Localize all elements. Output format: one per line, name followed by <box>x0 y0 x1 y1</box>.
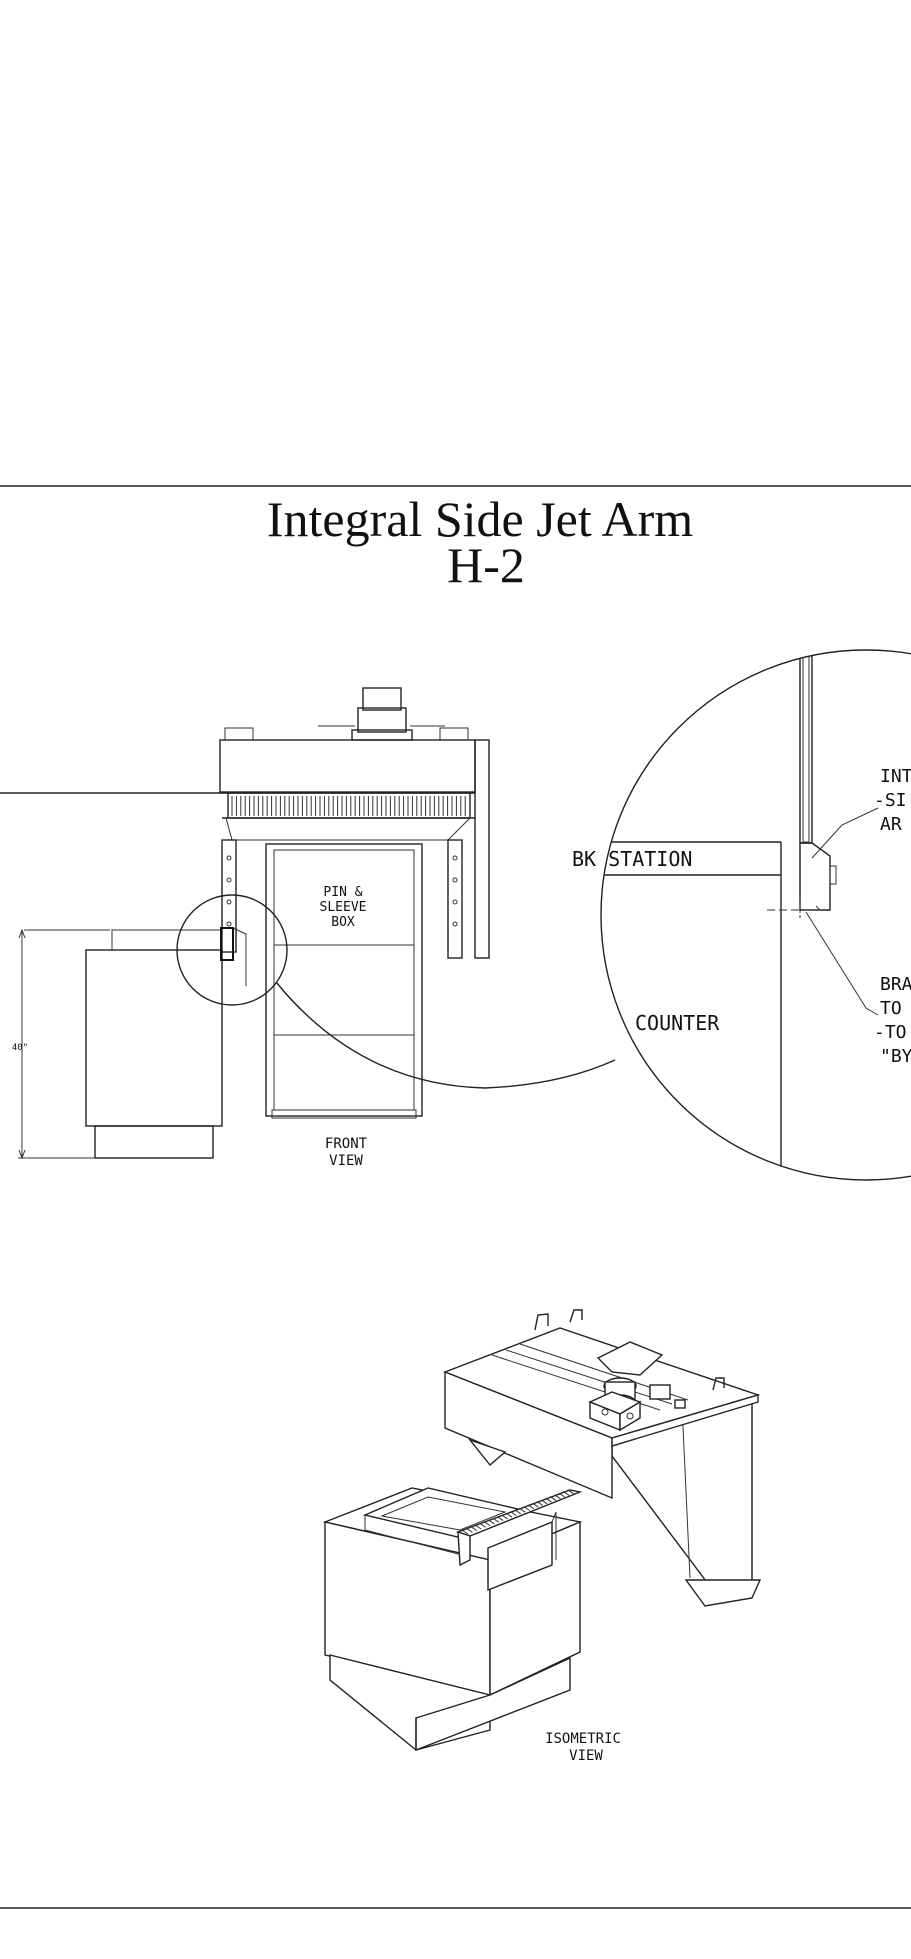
callout-top-1: INT <box>880 766 911 787</box>
leader-bottom <box>805 911 879 1016</box>
isometric-view: ISOMETRIC VIEW <box>322 1309 762 1764</box>
detail-leader-line <box>275 981 616 1089</box>
callout-top-3: AR <box>880 814 902 835</box>
front-view-caption-2: VIEW <box>329 1153 363 1169</box>
callout-bottom-2: TO <box>880 998 902 1019</box>
right-rail <box>447 839 463 959</box>
arm-nozzle <box>799 842 831 911</box>
detail-circle <box>600 649 911 1181</box>
filter-teeth <box>231 796 466 816</box>
center-cabinet <box>265 843 423 1117</box>
detail-callout-circle <box>176 894 288 1006</box>
leader-top <box>811 807 879 859</box>
bk-station-label: BK STATION <box>572 847 692 871</box>
pin-box-label-1: PIN & <box>323 885 362 900</box>
counter-label: COUNTER <box>635 1011 720 1035</box>
drawing-subtitle: H-2 <box>447 537 525 593</box>
callout-top-2: -SI <box>874 790 907 811</box>
side-panel <box>474 739 490 959</box>
counter-base <box>94 1125 214 1159</box>
dimension-label: 40" <box>12 1043 28 1053</box>
counter-cabinet <box>85 949 223 1127</box>
fan-housing <box>357 707 407 733</box>
jet-arm <box>220 927 234 961</box>
iso-panel <box>487 1520 553 1592</box>
front-view: PIN & SLEEVE BOX 40" FRONT VIEW <box>0 687 616 1169</box>
iso-caption-2: VIEW <box>569 1748 603 1764</box>
callout-bottom-1: BRA <box>880 974 911 995</box>
iso-caption-1: ISOMETRIC <box>545 1731 621 1747</box>
callout-bottom-3: -TO <box>874 1022 907 1043</box>
detail-view: BK STATION COUNTER INT -SI AR BRA TO -TO… <box>572 649 911 1181</box>
hood-body <box>219 739 476 793</box>
fan-motor <box>362 687 402 711</box>
counter-top <box>111 929 223 951</box>
pin-box-label-2: SLEEVE <box>320 900 367 915</box>
hood-front <box>444 1370 613 1500</box>
arm-pipe <box>799 650 813 844</box>
filter-strip <box>227 792 471 819</box>
front-view-caption-1: FRONT <box>325 1136 368 1152</box>
drawing-title: Integral Side Jet Arm <box>267 491 693 547</box>
callout-bottom-4: "BY <box>880 1046 911 1067</box>
pin-box-label-3: BOX <box>331 915 355 930</box>
iso-fan <box>596 1341 664 1376</box>
